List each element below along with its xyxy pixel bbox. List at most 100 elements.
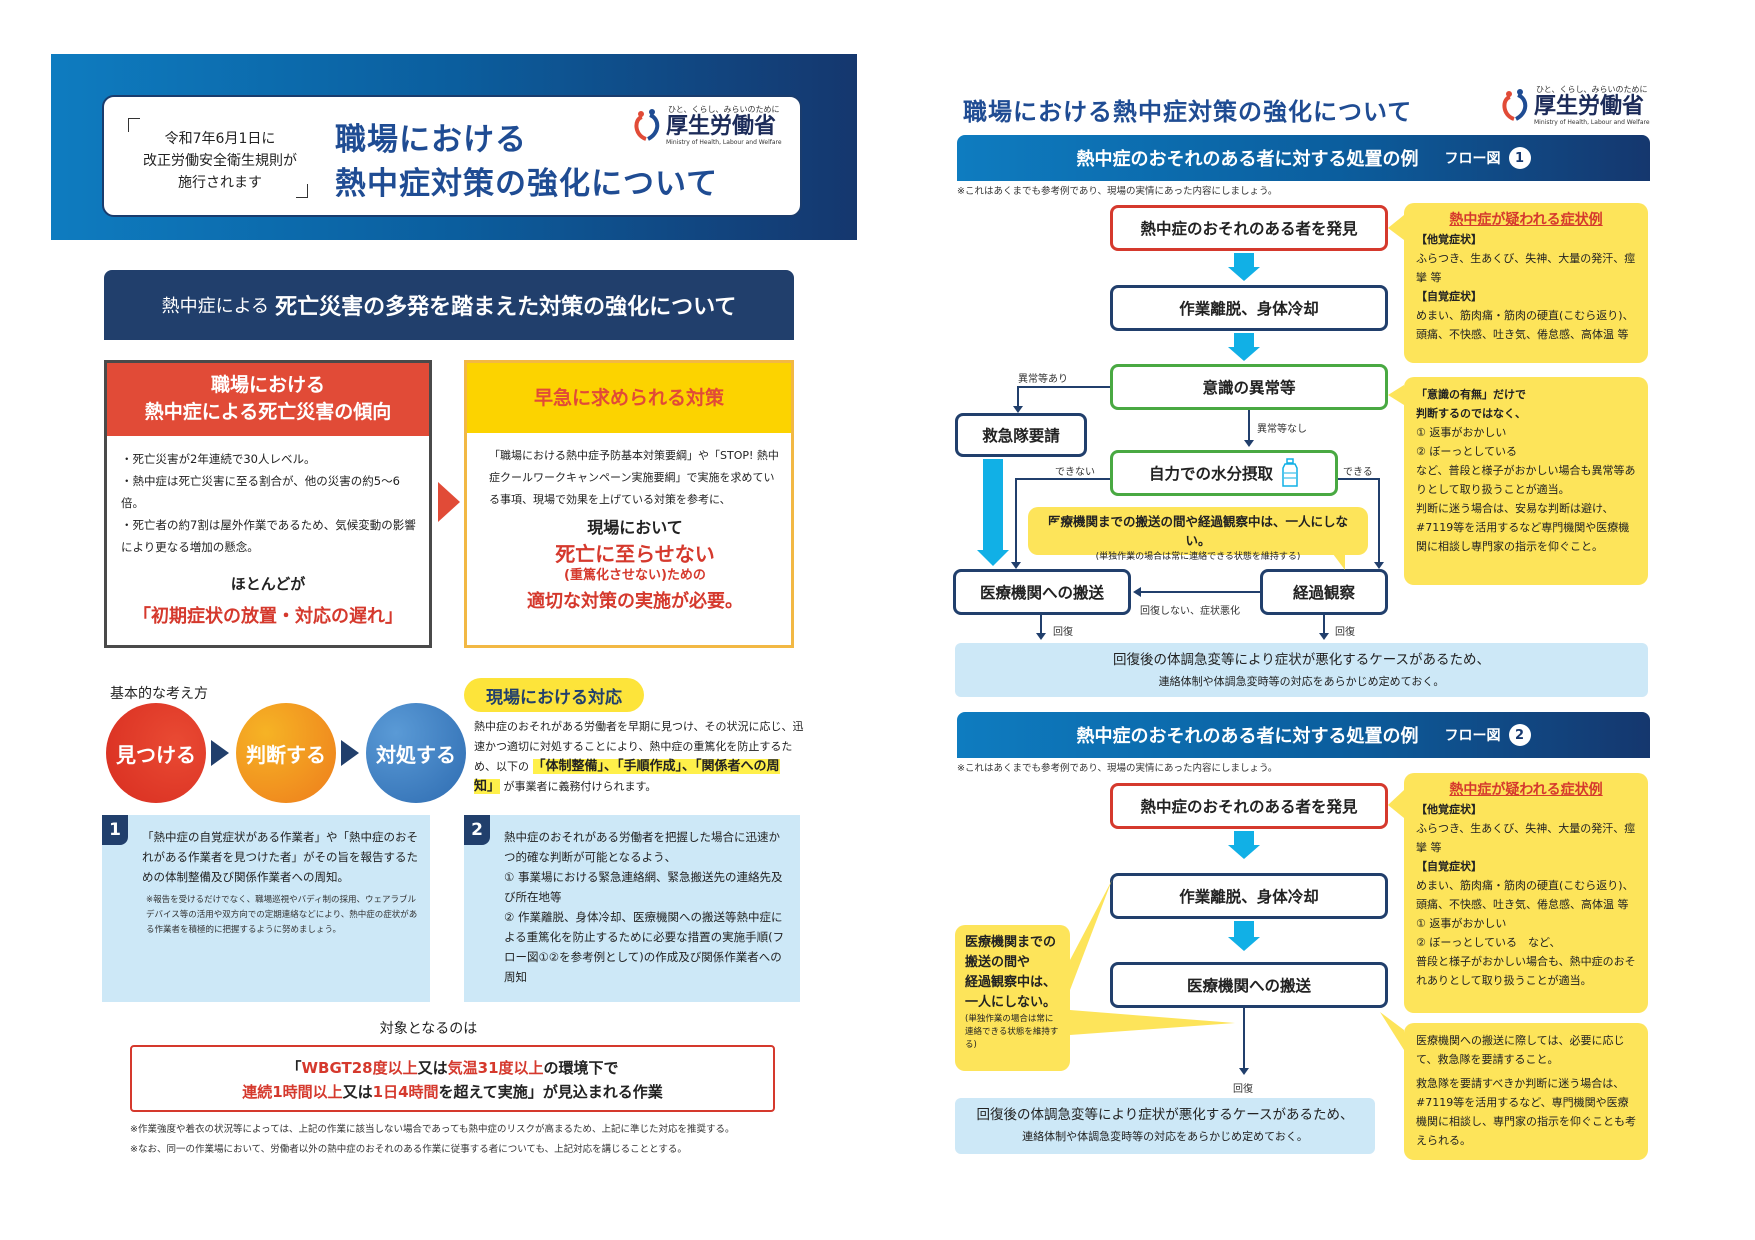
step-judge: 判断する xyxy=(236,703,336,803)
requirement-2: 2 熱中症のおそれがある労働者を把握した場合に迅速かつ的確な判断が可能となるよう… xyxy=(464,815,800,1002)
symptoms-text: めまい、筋肉痛・筋肉の硬直(こむら返り)、頭痛、不快感、吐き気、倦怠感、高体温 … xyxy=(1416,879,1634,911)
connector xyxy=(1378,478,1380,563)
symptoms-bubble-2: 熱中症が疑われる症状例 【他覚症状】 ふらつき、生あくび、失神、大量の発汗、痙攣… xyxy=(1404,773,1648,1013)
label-abnormal-no: 異常等なし xyxy=(1257,424,1307,435)
note-line: 令和7年6月1日に xyxy=(164,131,276,147)
cn-line: 判断に迷う場合は、安易な判断は避け、#7119等を活用するなど専門機関や医療機関… xyxy=(1416,502,1630,553)
trend-box: 職場における 熱中症による死亡災害の傾向 ・死亡災害が2年連続で30人レベル。 … xyxy=(104,360,432,648)
connector xyxy=(1243,1008,1245,1070)
mhlw-logo-mark-icon xyxy=(1502,89,1528,121)
flow-number: 2 xyxy=(1508,724,1531,746)
arrow-down-icon xyxy=(977,550,1009,566)
requirement-line: ① 事業場における緊急連絡網、緊急搬送先の連絡先及び所在地等 xyxy=(504,870,783,904)
ambulance-note-p1: 医療機関への搬送に際しては、必要に応じて、救急隊を要請すること。 xyxy=(1416,1034,1625,1066)
connector xyxy=(1017,386,1019,407)
step-arrow-icon xyxy=(341,740,359,766)
alone-note-sub: (単独作業の場合は常に連絡できる状態を維持する) xyxy=(1095,552,1301,562)
cn-line: ② ぼーっとしている xyxy=(1416,445,1518,458)
node-discover: 熱中症のおそれのある者を発見 xyxy=(1110,205,1388,251)
pointer xyxy=(1070,1010,1235,1035)
bracket-open xyxy=(128,118,140,132)
bracket-close xyxy=(296,184,308,198)
t: を超えて実施」が見込まれる作業 xyxy=(438,1083,663,1101)
arrow-down-icon xyxy=(1228,267,1260,281)
trend-bullet: ・熱中症は死亡災害に至る割合が、他の災害の約5～6倍。 xyxy=(121,474,400,510)
water-bottle-icon xyxy=(1282,458,1298,487)
note-line: 改正労働安全衛生規則が xyxy=(143,153,297,169)
t: の環境下で xyxy=(543,1059,619,1077)
basic-approach-label: 基本的な考え方 xyxy=(110,686,208,702)
heading-title: 死亡災害の多発を踏まえた対策の強化について xyxy=(275,295,737,320)
flow-note: ※これはあくまでも参考例であり、現場の実情にあった内容にしましょう。 xyxy=(957,763,1278,774)
flow-number: 1 xyxy=(1508,147,1531,169)
field-text-1: 熱中症のおそれがある労働者を早期に見つけ、その状況に応じ、迅速かつ適切に対処する… xyxy=(474,720,804,773)
section-heading: 熱中症による 死亡災害の多発を踏まえた対策の強化について xyxy=(104,270,794,340)
logo-tagline: ひと、くらし、みらいのために xyxy=(1536,85,1648,94)
flow-title: 熱中症のおそれのある者に対する処置の例 xyxy=(1076,149,1419,170)
node-ambulance: 救急隊要請 xyxy=(955,413,1087,457)
continuous-threshold: 連続1時間以上 xyxy=(242,1083,343,1101)
mhlw-logo: ひと、くらし、みらいのために 厚生労働省 Ministry of Health,… xyxy=(1500,84,1650,126)
logo-name: 厚生労働省 xyxy=(1534,94,1645,119)
footer-sub: 連絡体制や体調急変時等の対応をあらかじめ定めておく。 xyxy=(1158,675,1445,688)
node-water-intake: 自力での水分摂取 xyxy=(1110,450,1338,496)
field-response-text: 熱中症のおそれがある労働者を早期に見つけ、その状況に応じ、迅速かつ適切に対処する… xyxy=(474,717,804,797)
symptoms-title: 熱中症が疑われる症状例 xyxy=(1449,212,1603,228)
measures-c3: (重篤化させない)ための xyxy=(564,568,706,583)
requirement-number: 2 xyxy=(464,815,490,845)
footnote: ※作業強度や着衣の状況等によっては、上記の作業に該当しない場合であっても熱中症の… xyxy=(130,1124,735,1135)
footnotes: ※作業強度や着衣の状況等によっては、上記の作業に該当しない場合であっても熱中症の… xyxy=(130,1120,734,1160)
trend-title-line: 熱中症による死亡災害の傾向 xyxy=(144,401,392,423)
connector xyxy=(1040,615,1042,635)
field-text-2: が事業者に義務付けられます。 xyxy=(503,780,657,793)
measures-c2: 死亡に至らせない xyxy=(555,542,715,566)
symptoms-heading: 【自覚症状】 xyxy=(1416,860,1482,873)
connector xyxy=(1140,591,1260,593)
flow-arrow xyxy=(1234,831,1254,845)
flow2-heading: 熱中症のおそれのある者に対する処置の例 フロー図 2 xyxy=(957,712,1650,758)
symptoms-text: ふらつき、生あくび、失神、大量の発汗、痙攣 等 xyxy=(1416,252,1636,284)
requirement-number: 1 xyxy=(102,815,128,845)
t: 又は xyxy=(417,1059,448,1077)
flow-arrow xyxy=(983,459,1003,551)
measures-body: 「職場における熱中症予防基本対策要綱」や「STOP! 熱中症クールワークキャンペ… xyxy=(467,433,791,613)
ambulance-bubble: 医療機関への搬送に際しては、必要に応じて、救急隊を要請すること。 救急隊を要請す… xyxy=(1404,1023,1648,1160)
flow1-footer: 回復後の体調急変等により症状が悪化するケースがあるため、 連絡体制や体調急変時等… xyxy=(955,643,1648,697)
footnote: ※なお、同一の作業場において、労働者以外の熱中症のおそれのある作業に従事する者に… xyxy=(130,1144,687,1155)
temp-threshold: 気温31度以上 xyxy=(447,1059,544,1077)
cn-bold: 「意識の有無」だけで xyxy=(1416,388,1526,401)
label-cannot: できない xyxy=(1055,467,1095,478)
symptoms-line: ② ぼーっとしている など、 xyxy=(1416,936,1561,949)
label-recover: 回復 xyxy=(1053,627,1073,638)
trend-bullet: ・死亡者の約7割は屋外作業であるため、気候変動の影響により更なる増加の懸念。 xyxy=(121,518,416,554)
symptoms-line: ① 返事がおかしい xyxy=(1416,917,1507,930)
consciousness-bubble: 「意識の有無」だけで 判断するのではなく、 ① 返事がおかしい ② ぼーっとして… xyxy=(1404,377,1648,585)
label-recover: 回復 xyxy=(1233,1084,1253,1095)
arrow-down-icon xyxy=(1228,937,1260,951)
step-respond: 対処する xyxy=(366,703,466,803)
title-line: 熱中症対策の強化について xyxy=(335,166,719,202)
wbgt-threshold: WBGT28度以上 xyxy=(301,1059,418,1077)
arrow-down-icon xyxy=(1011,562,1021,569)
alone-line: 経過観察中は、 xyxy=(965,975,1057,990)
arrow-left-icon xyxy=(1133,587,1141,597)
connector xyxy=(1248,410,1250,440)
node-consciousness: 意識の異常等 xyxy=(1110,364,1388,410)
pointer xyxy=(1388,215,1404,240)
flow-arrow xyxy=(1234,333,1254,347)
requirement-line: ② 作業離脱、身体冷却、医療機関への搬送等熱中症による重篤化を防止するために必要… xyxy=(504,910,785,984)
label-not-recover: 回復しない、症状悪化 xyxy=(1140,606,1240,617)
cn-line: ① 返事がおかしい xyxy=(1416,426,1507,439)
node-observe: 経過観察 xyxy=(1260,569,1388,615)
connector xyxy=(1015,478,1017,563)
daily-threshold: 1日4時間 xyxy=(372,1083,439,1101)
symptoms-text: ふらつき、生あくび、失神、大量の発汗、痙攣 等 xyxy=(1416,822,1636,854)
arrow-down-icon xyxy=(1374,562,1384,569)
mhlw-logo-mark-icon xyxy=(634,109,660,141)
trend-bullets: ・死亡災害が2年連続で30人レベル。 ・熱中症は死亡災害に至る割合が、他の災害の… xyxy=(107,436,429,558)
requirement-note: ※報告を受けるだけでなく、職場巡視やバディ制の採用、ウェアラブルデバイス等の活用… xyxy=(146,895,418,935)
alone-note-main: 医療機関までの搬送の間や経過観察中は、一人にしない。 xyxy=(1047,514,1348,548)
node-cool-down: 作業離脱、身体冷却 xyxy=(1110,285,1388,331)
trend-box-title: 職場における 熱中症による死亡災害の傾向 xyxy=(107,363,429,436)
measures-box: 早急に求められる対策 「職場における熱中症予防基本対策要綱」や「STOP! 熱中… xyxy=(464,360,794,648)
